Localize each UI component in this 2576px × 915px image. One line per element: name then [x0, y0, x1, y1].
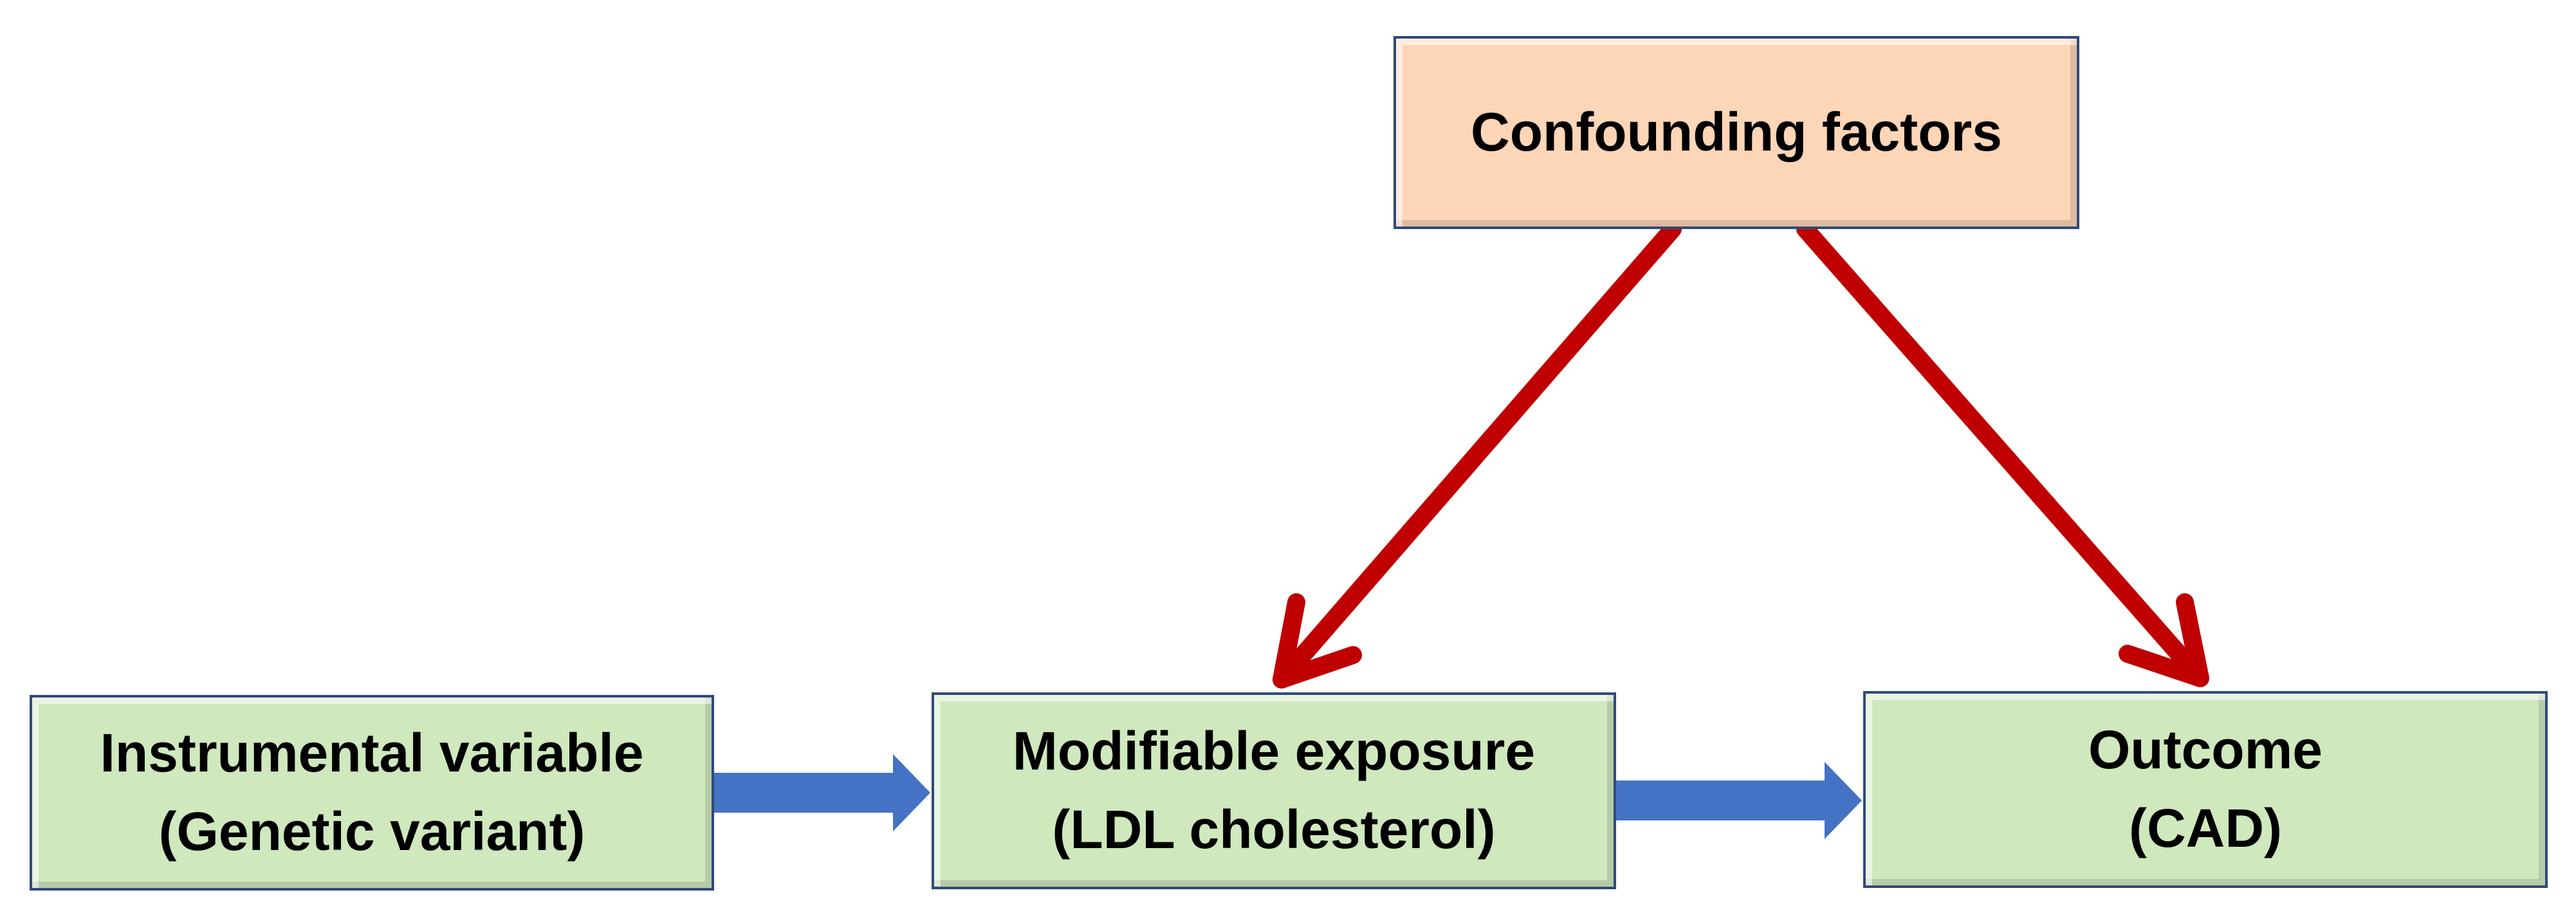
arrow-exposure-to-outcome — [1616, 762, 1862, 839]
arrow-instrument-to-exposure — [714, 754, 930, 831]
ldl-cholesterol-label: (LDL cholesterol) — [1052, 799, 1496, 860]
outcome-label: Outcome — [2088, 719, 2323, 781]
outcome-box: Outcome (CAD) — [1863, 691, 2548, 888]
modifiable-exposure-box: Modifiable exposure (LDL cholesterol) — [932, 692, 1616, 889]
arrow-confounding-to-exposure — [1273, 220, 1682, 689]
confounding-factors-box: Confounding factors — [1394, 36, 2079, 229]
cad-label: (CAD) — [2129, 798, 2282, 858]
instrumental-variable-box: Instrumental variable (Genetic variant) — [30, 695, 714, 891]
arrow-confounding-to-outcome — [1796, 220, 2209, 687]
instrumental-variable-label: Instrumental variable — [100, 723, 644, 784]
genetic-variant-label: (Genetic variant) — [158, 801, 585, 862]
confounding-factors-label: Confounding factors — [1471, 102, 2002, 163]
modifiable-exposure-label: Modifiable exposure — [1012, 721, 1536, 782]
